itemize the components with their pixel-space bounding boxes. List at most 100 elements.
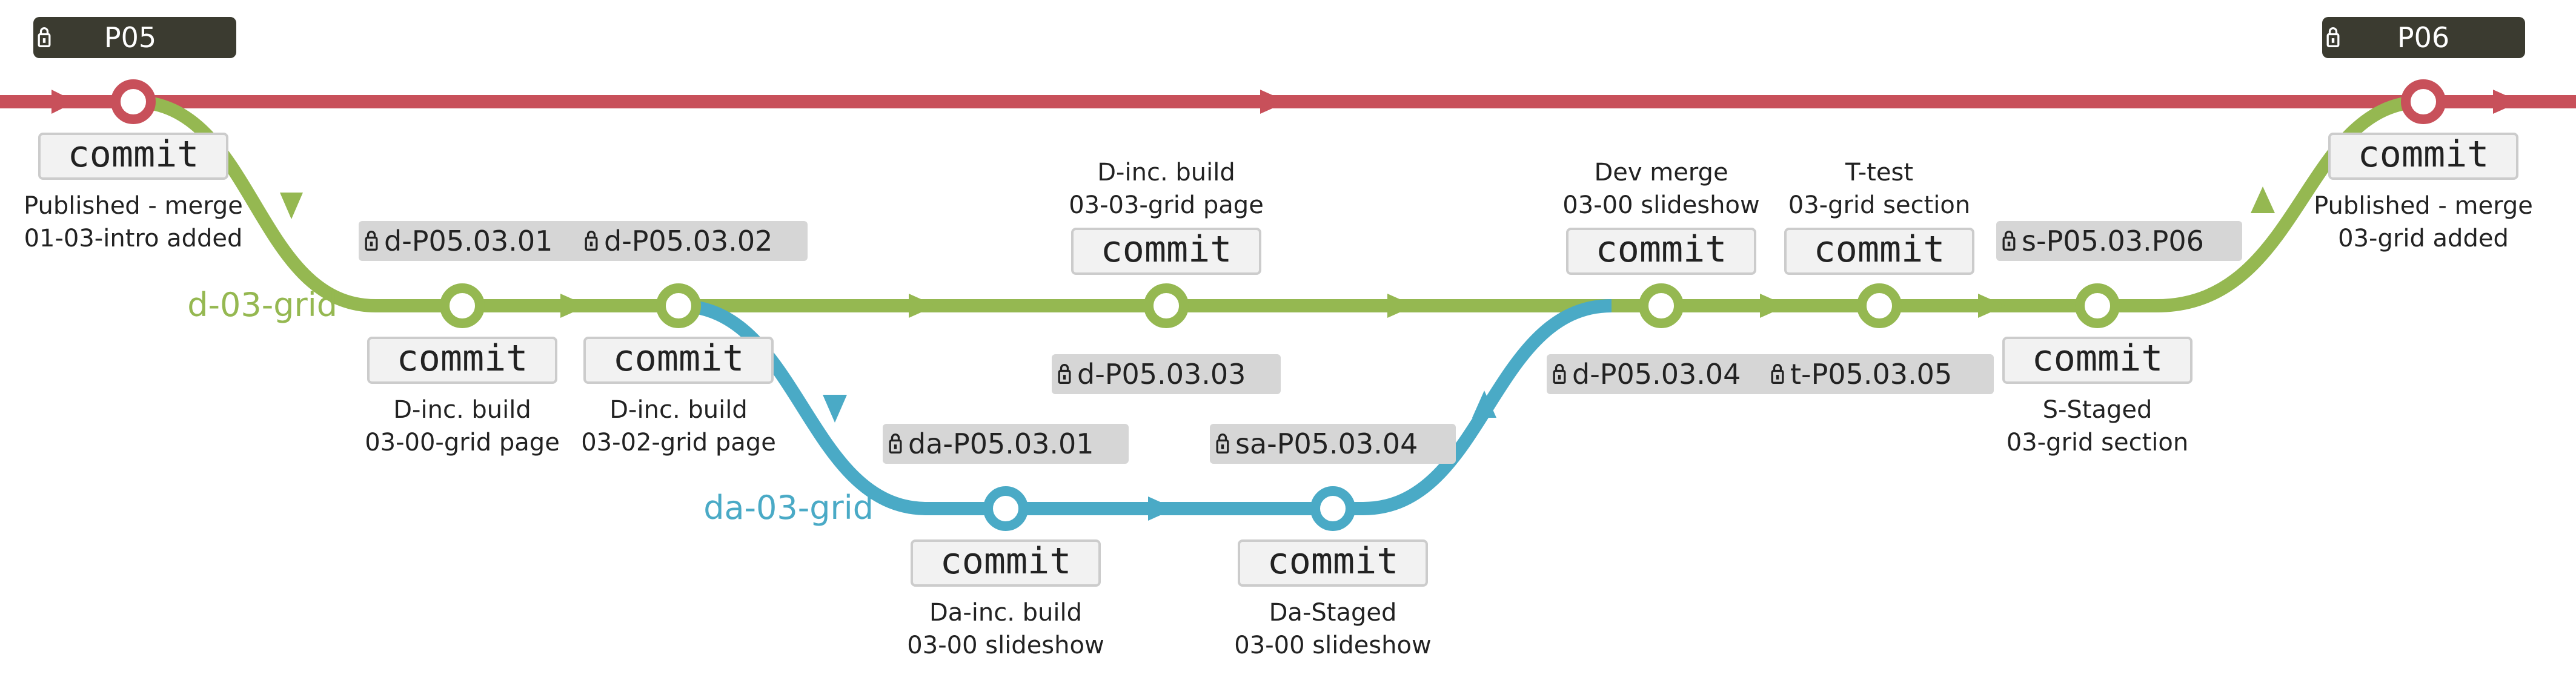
commit-box-label: commit (1101, 228, 1232, 271)
commit-box-label: commit (940, 540, 1072, 582)
da-branch-fork-line (678, 299, 928, 515)
commit-node[interactable] (1639, 283, 1684, 328)
commit-box-label: commit (2358, 133, 2489, 176)
commit-description-line: Dev merge (1594, 159, 1728, 186)
tag-chip-label: s-P05.03.P06 (2022, 225, 2204, 257)
dev-branch-merge-line (2156, 95, 2424, 312)
commit-node-group: commit Dev merge 03-00 slideshow d-P05.03.0… (1547, 159, 1776, 394)
arrow-dev-4 (1760, 294, 1787, 318)
arrow-da-down (823, 395, 847, 423)
commit-box-label: commit (613, 337, 745, 380)
arrow-dev-3 (1387, 294, 1415, 318)
commit-description-line: Da-Staged (1269, 599, 1397, 627)
commit-description-line: 03-00 slideshow (1562, 191, 1759, 219)
commit-box-label: commit (68, 133, 199, 176)
commit-node[interactable] (656, 283, 701, 328)
commit-node-group: commit D-inc. build 03-03-grid page d-P05.0… (1052, 159, 1281, 394)
commit-box-label: commit (1596, 228, 1727, 271)
tag-chip: sa-P05.03.04 (1210, 424, 1456, 464)
commit-box-label: commit (2032, 337, 2163, 380)
tag-chip-label: d-P05.03.04 (1572, 358, 1741, 391)
arrow-dev-down (280, 193, 303, 219)
arrow-dev-up (2251, 186, 2275, 213)
branch-label-dev: d-03-grid (187, 286, 337, 324)
commit-box: commit (1784, 228, 1974, 275)
commit-node[interactable] (111, 79, 156, 124)
commit-node[interactable] (983, 486, 1028, 531)
commit-description-line: T-test (1845, 159, 1913, 186)
commit-description-line: 03-03-grid page (1069, 191, 1264, 219)
commit-description-line: 03-grid section (1788, 191, 1970, 219)
arrow-dev-1 (560, 294, 588, 318)
tag-chip-label: d-P05.03.02 (604, 225, 772, 257)
tag-chip-label: da-P05.03.01 (908, 427, 1094, 460)
commit-node[interactable] (1310, 486, 1355, 531)
commit-node[interactable] (440, 283, 485, 328)
commit-description-line: 03-02-grid page (581, 429, 776, 457)
commit-node[interactable] (1857, 283, 1902, 328)
arrow-main-3 (2493, 90, 2520, 114)
arrow-da-up (1472, 391, 1496, 418)
commit-box: commit (2328, 133, 2518, 180)
tag-chip: s-P05.03.P06 (1996, 221, 2242, 261)
commit-description-line: Published - merge (24, 192, 243, 220)
commit-box: commit (583, 337, 774, 384)
release-label-text: P05 (104, 21, 156, 54)
arrow-main-2 (1260, 90, 1287, 114)
commit-description-line: 03-grid added (2338, 225, 2509, 252)
commit-box: commit (2002, 337, 2193, 384)
commit-description-line: 03-00 slideshow (907, 632, 1104, 659)
tag-chip-label: d-P05.03.03 (1077, 358, 1246, 391)
commit-box: commit (1071, 228, 1261, 275)
tag-chip: da-P05.03.01 (883, 424, 1129, 464)
commit-node[interactable] (2075, 283, 2120, 328)
commit-box: commit (367, 337, 557, 384)
tag-chip: d-P05.03.02 (579, 221, 808, 261)
tag-chip-label: t-P05.03.05 (1790, 358, 1952, 391)
dev-branch-fork-line (133, 95, 376, 312)
commit-box-label: commit (397, 337, 528, 380)
commit-node[interactable] (1144, 283, 1189, 328)
branch-label-da: da-03-grid (703, 489, 874, 527)
tag-chip: d-P05.03.03 (1052, 354, 1281, 394)
commit-box: commit (1566, 228, 1756, 275)
release-label-p06: P06 (2322, 17, 2525, 58)
tag-chip-label: sa-P05.03.04 (1235, 427, 1418, 460)
direction-arrows (51, 90, 2520, 521)
commit-box: commit (911, 539, 1101, 587)
tag-chip: t-P05.03.05 (1765, 354, 1994, 394)
release-label-text: P06 (2397, 21, 2449, 54)
commit-description-line: 03-00-grid page (365, 429, 560, 457)
commit-node[interactable] (2401, 79, 2446, 124)
commit-description-line: Published - merge (2314, 192, 2533, 220)
commit-description-line: D-inc. build (393, 396, 531, 424)
commit-box: commit (38, 133, 228, 180)
tag-chip: d-P05.03.04 (1547, 354, 1776, 394)
commit-description-line: Da-inc. build (929, 599, 1082, 627)
arrow-main-1 (51, 90, 76, 114)
tag-chip: d-P05.03.01 (359, 221, 588, 261)
arrow-dev-5 (1978, 294, 2005, 318)
commit-description-line: 03-grid section (2007, 429, 2188, 457)
commit-description-line: D-inc. build (609, 396, 747, 424)
commit-box: commit (1238, 539, 1428, 587)
arrow-dev-2 (909, 294, 936, 318)
arrow-da-1 (1148, 496, 1175, 521)
commit-box-label: commit (1814, 228, 1945, 271)
release-label-p05: P05 (33, 17, 236, 58)
commit-box-label: commit (1267, 540, 1399, 582)
commit-description-line: 03-00 slideshow (1234, 632, 1431, 659)
commit-description-line: 01-03-intro added (24, 225, 243, 252)
tag-chip-label: d-P05.03.01 (384, 225, 553, 257)
commit-node-group: commit T-test 03-grid section t-P05.03.05 (1765, 159, 1994, 394)
commit-description-line: D-inc. build (1097, 159, 1235, 186)
